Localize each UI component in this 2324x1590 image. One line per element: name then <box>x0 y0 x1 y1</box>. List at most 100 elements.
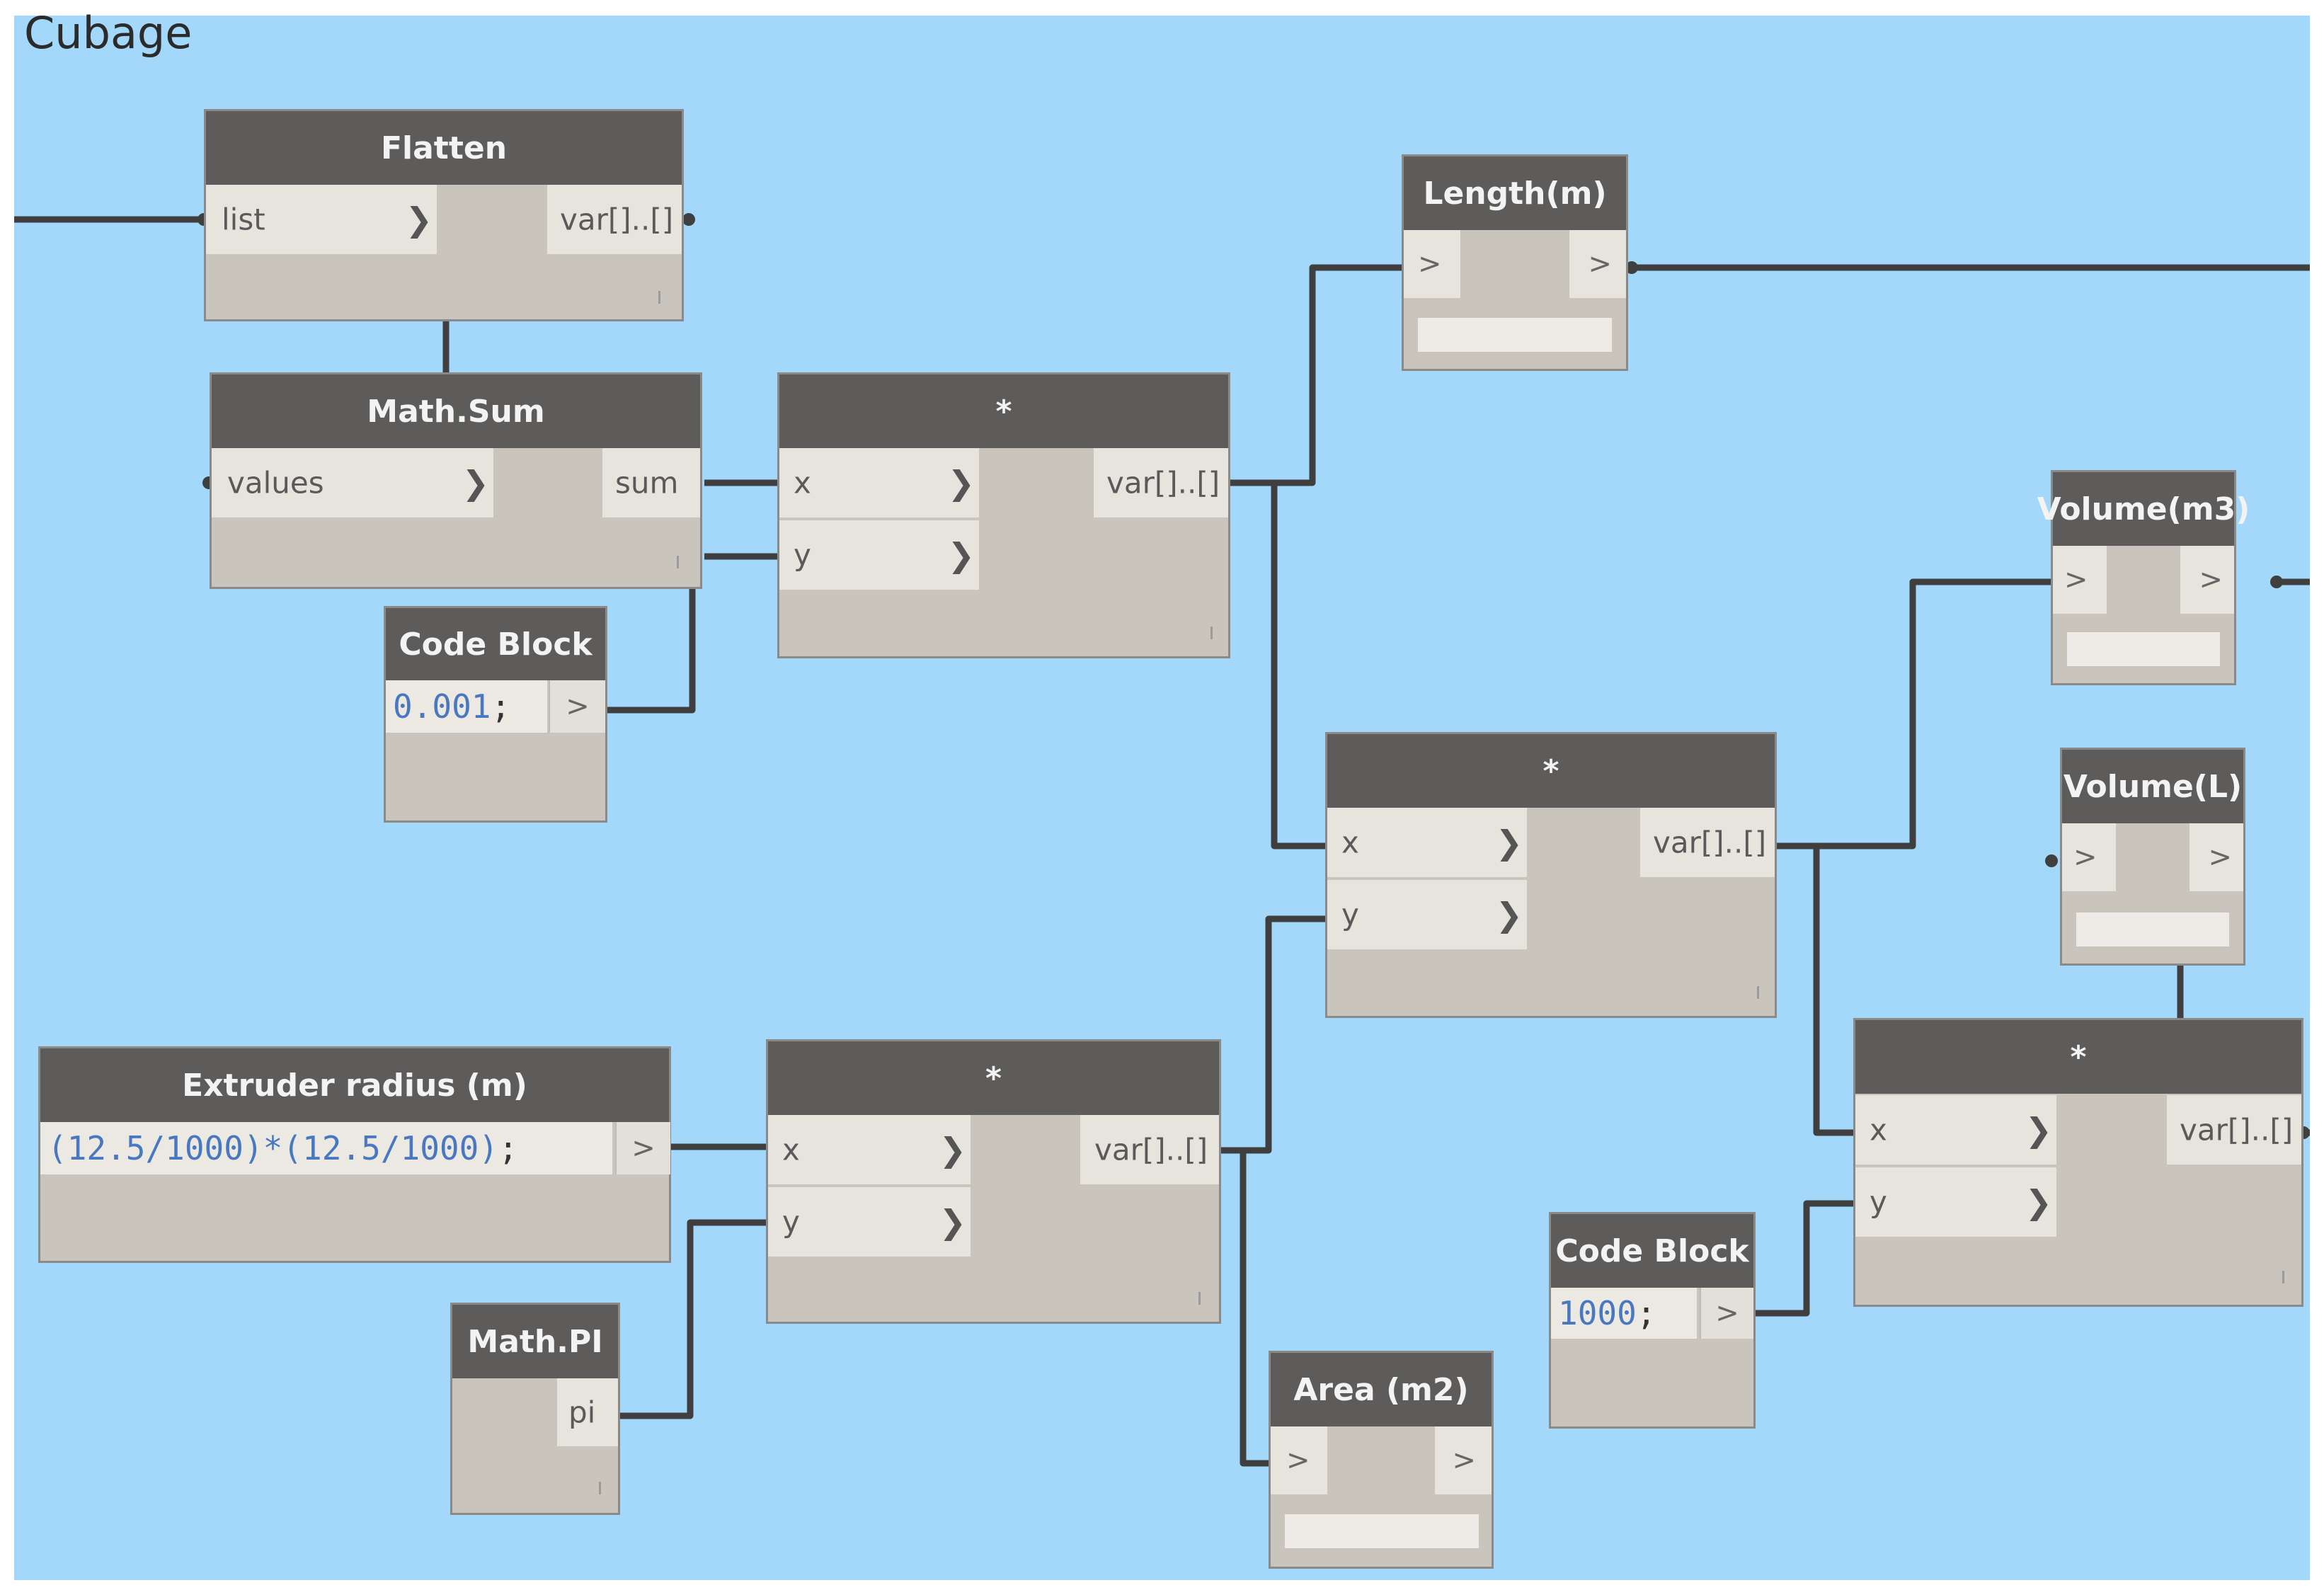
multiply-node[interactable]: * x ❯ y ❯ var[]..[] <box>1325 732 1777 1018</box>
output-arrow-icon: > <box>1452 1444 1476 1477</box>
input-port-list[interactable]: list ❯ <box>206 185 437 254</box>
extruder-radius-code-block[interactable]: Extruder radius (m) (12.5/1000)*(12.5/10… <box>38 1046 671 1263</box>
math-sum-node[interactable]: Math.Sum values ❯ sum <box>210 372 702 589</box>
resize-handle[interactable] <box>677 556 679 568</box>
output-arrow-icon: > <box>1715 1297 1739 1329</box>
chevron-right-icon: ❯ <box>947 536 975 574</box>
input-port-y[interactable]: y ❯ <box>1855 1167 2056 1237</box>
wire-mult1-to-mult2-x <box>1230 479 1325 850</box>
chevron-right-icon: ❯ <box>2025 1183 2052 1221</box>
port-label: y <box>782 1204 800 1240</box>
output-port[interactable]: > <box>615 1122 670 1174</box>
input-port-values[interactable]: values ❯ <box>212 448 493 517</box>
node-title: Code Block <box>1551 1214 1753 1288</box>
input-port-y[interactable]: y ❯ <box>1327 880 1527 949</box>
output-port-sum[interactable]: sum <box>602 448 700 517</box>
input-port-x[interactable]: x ❯ <box>768 1115 971 1184</box>
output-port[interactable]: var[]..[] <box>1094 448 1228 517</box>
port-label: x <box>782 1132 800 1167</box>
chevron-right-icon: ❯ <box>939 1131 966 1169</box>
input-port-y[interactable]: y ❯ <box>768 1187 971 1257</box>
node-title: Volume(m3) <box>2037 472 2250 546</box>
multiply-node[interactable]: * x ❯ y ❯ var[]..[] <box>1853 1018 2303 1307</box>
multiply-node[interactable]: * x ❯ y ❯ var[]..[] <box>766 1039 1221 1324</box>
port-label: var[]..[] <box>1106 465 1220 501</box>
input-port[interactable]: > <box>1271 1426 1327 1494</box>
multiply-node[interactable]: * x ❯ y ❯ var[]..[] <box>777 372 1230 658</box>
code-block-node[interactable]: Code Block 1000; > <box>1549 1212 1756 1429</box>
volume-l-watch-node[interactable]: Volume(L) > > <box>2060 748 2245 966</box>
chevron-right-icon: ❯ <box>939 1203 966 1241</box>
watch-display <box>1418 318 1612 352</box>
output-port-pi[interactable]: pi <box>557 1378 618 1446</box>
output-port[interactable]: var[]..[] <box>547 185 682 254</box>
port-label: x <box>1870 1112 1887 1148</box>
output-port[interactable]: > <box>1700 1288 1753 1339</box>
input-port-x[interactable]: x ❯ <box>1327 808 1527 877</box>
resize-handle[interactable] <box>1210 627 1213 639</box>
node-title: Math.Sum <box>212 374 700 448</box>
watch-display <box>1285 1514 1479 1548</box>
node-title: Extruder radius (m) <box>40 1048 669 1122</box>
output-arrow-icon: > <box>2208 841 2232 874</box>
wire-mult3-to-mult2-y <box>1221 915 1325 1154</box>
flatten-node[interactable]: Flatten list ❯ var[]..[] <box>204 109 684 321</box>
input-port[interactable]: > <box>2053 546 2107 614</box>
input-port[interactable]: > <box>2062 823 2116 891</box>
port-dot <box>1625 261 1638 274</box>
math-pi-node[interactable]: Math.PI pi <box>450 1303 620 1515</box>
port-label: y <box>1341 897 1359 932</box>
resize-handle[interactable] <box>2282 1271 2284 1283</box>
output-port[interactable]: var[]..[] <box>2167 1095 2301 1165</box>
code-block-node[interactable]: Code Block 0.001; > <box>384 606 607 823</box>
chevron-right-icon: ❯ <box>1495 823 1523 862</box>
code-semicolon: ; <box>1636 1294 1656 1332</box>
output-port[interactable]: > <box>549 680 605 733</box>
watch-display <box>2076 913 2229 946</box>
input-port-x[interactable]: x ❯ <box>779 448 979 517</box>
output-arrow-icon: > <box>1588 248 1612 280</box>
input-port-y[interactable]: y ❯ <box>779 520 979 590</box>
area-watch-node[interactable]: Area (m2) > > <box>1269 1351 1494 1569</box>
node-title: * <box>779 374 1228 448</box>
node-title: Code Block <box>386 608 605 680</box>
output-port[interactable]: > <box>1435 1426 1492 1494</box>
port-dot <box>2045 854 2058 867</box>
port-label: pi <box>568 1395 596 1430</box>
output-port[interactable]: > <box>2190 823 2243 891</box>
output-arrow-icon: > <box>566 690 590 723</box>
code-value: 1000 <box>1558 1294 1637 1332</box>
output-port[interactable]: var[]..[] <box>1080 1115 1219 1184</box>
input-arrow-icon: > <box>2073 841 2097 874</box>
node-title: Volume(L) <box>2062 750 2243 823</box>
volume-m3-watch-node[interactable]: Volume(m3) > > <box>2037 470 2250 685</box>
port-label: list <box>222 202 265 237</box>
node-title: Length(m) <box>1404 156 1626 230</box>
node-title: * <box>1327 734 1775 808</box>
code-editor[interactable]: 0.001; <box>386 680 547 733</box>
resize-handle[interactable] <box>658 291 660 304</box>
output-port[interactable]: > <box>1569 230 1626 298</box>
resize-handle[interactable] <box>599 1482 601 1494</box>
input-arrow-icon: > <box>1286 1444 1310 1477</box>
port-label: var[]..[] <box>1653 825 1767 860</box>
output-port[interactable]: var[]..[] <box>1640 808 1775 877</box>
code-editor[interactable]: (12.5/1000)*(12.5/1000); <box>40 1122 612 1174</box>
port-label: y <box>794 537 811 573</box>
input-port[interactable]: > <box>1404 230 1460 298</box>
code-editor[interactable]: 1000; <box>1551 1288 1697 1339</box>
node-title: * <box>768 1041 1219 1115</box>
output-port[interactable]: > <box>2180 546 2234 614</box>
wire-mult1-to-length <box>1230 264 1402 486</box>
resize-handle[interactable] <box>1198 1292 1201 1305</box>
code-semicolon: ; <box>491 687 511 726</box>
length-watch-node[interactable]: Length(m) > > <box>1402 154 1628 371</box>
resize-handle[interactable] <box>1757 986 1759 999</box>
port-label: var[]..[] <box>1094 1132 1208 1167</box>
input-arrow-icon: > <box>2064 564 2088 596</box>
chevron-right-icon: ❯ <box>2025 1111 2052 1149</box>
port-dot <box>682 213 695 226</box>
input-port-x[interactable]: x ❯ <box>1855 1095 2056 1165</box>
group-title: Cubage <box>24 7 193 59</box>
